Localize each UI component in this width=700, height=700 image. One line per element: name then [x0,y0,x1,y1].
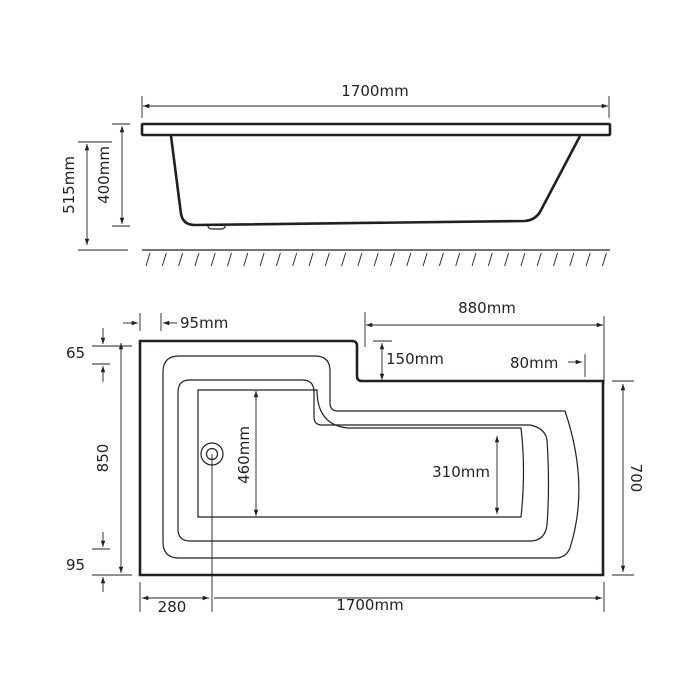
side-length-label: 1700mm [341,82,408,100]
bath-body [169,135,582,227]
rim-right-label: 80mm [510,354,558,372]
hatch-line [161,252,167,267]
rim-left-label: 95mm [180,314,228,332]
hatch-line [292,252,298,267]
hatch-line [357,252,363,267]
hatch-line [194,252,200,267]
hatch-line [553,252,558,267]
side-view: 1700mm 400mm 515mm [60,82,612,267]
hatch-line [178,252,184,267]
hatch-line [536,252,542,267]
basin-floor [197,389,525,518]
shower-section-length-label: 880mm [458,299,516,317]
hatch-line [438,252,444,267]
hatch-line [406,252,412,267]
overall-width-label: 850 [94,444,112,473]
basin-width-label: 460mm [235,426,253,484]
hatch-line [145,252,151,267]
hatch-line [390,252,395,267]
hatch-line [422,252,428,267]
hatch-line [210,252,216,267]
hatch-line [487,252,493,267]
plan-view: 95mm 880mm 150mm 80mm 65 850 95 700 [66,299,645,616]
hatch-line [601,252,607,267]
hatch-line [455,252,461,267]
rim-bottom-label: 95 [66,556,85,574]
hatch-line [227,252,232,267]
hatch-line [259,252,265,267]
hatch-line [569,252,575,267]
hatch-line [341,252,347,267]
hatch-line [324,252,330,267]
basin-narrow-width-label: 310mm [432,463,490,481]
plan-length-label: 1700mm [336,596,403,614]
narrow-width-label: 700 [627,464,645,493]
hatch-line [275,252,281,267]
rim-contour-inner [177,379,550,542]
waste-outlet [207,225,226,230]
waste-offset-label: 280 [158,598,187,616]
rim-top-label: 65 [66,344,85,362]
hatch-line [308,252,314,267]
bath-outline [138,339,605,577]
floor-hatching [145,252,607,267]
hatch-line [243,252,249,267]
hatch-line [504,252,510,267]
depth-label: 400mm [95,146,113,204]
total-height-label: 515mm [60,156,78,214]
hatch-line [585,252,591,267]
rim-contour-outer [162,355,580,559]
bath-rim [140,122,612,137]
hatch-line [373,252,379,267]
step-label: 150mm [386,350,444,368]
hatch-line [520,252,526,267]
hatch-line [471,252,477,267]
